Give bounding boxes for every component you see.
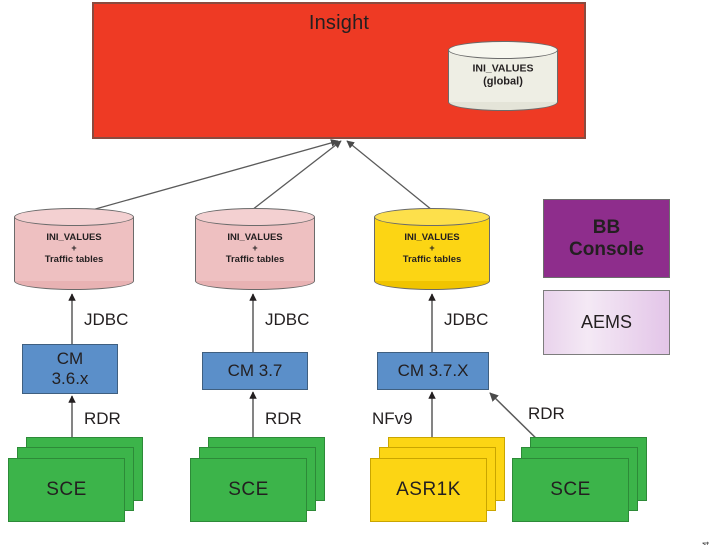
sce-stack-3: SCE — [512, 437, 647, 522]
cm-1-box: CM 3.6.x — [22, 344, 118, 394]
sce-stack-1: SCE — [8, 437, 143, 522]
cm-3-label: CM 3.7.X — [397, 361, 469, 381]
ini-values-global-database: INI_VALUES (global) — [448, 41, 558, 111]
stack-layer-front: SCE — [512, 458, 629, 522]
cylinder-body — [195, 217, 315, 281]
insight-title: Insight — [308, 12, 370, 34]
rdr-label-3: RDR — [528, 404, 565, 423]
db-col-3: INI_VALUES + Traffic tables — [374, 208, 490, 290]
cylinder-top — [195, 208, 315, 226]
rdr-label-1: RDR — [84, 409, 121, 428]
nfv9-label: NFv9 — [372, 409, 413, 428]
sce-stack-2-label: SCE — [228, 479, 269, 500]
cm-2-box: CM 3.7 — [202, 352, 308, 390]
cm-1-line2: 3.6.x — [51, 369, 89, 388]
stack-layer-front: SCE — [190, 458, 307, 522]
sce-stack-3-label: SCE — [550, 479, 591, 500]
rdr-label-2: RDR — [265, 409, 302, 428]
cylinder-body — [374, 217, 490, 281]
sce-stack-2: SCE — [190, 437, 325, 522]
cm-2-label: CM 3.7 — [227, 361, 283, 381]
aems-box: AEMS — [543, 290, 670, 355]
jdbc-label-3: JDBC — [444, 310, 489, 329]
cm-3-box: CM 3.7.X — [377, 352, 489, 390]
stack-layer-front: ASR1K — [370, 458, 487, 522]
cylinder-top — [374, 208, 490, 226]
sce-stack-1-label: SCE — [46, 479, 87, 500]
db-col-1: INI_VALUES + Traffic tables — [14, 208, 134, 290]
cylinder-top — [448, 41, 558, 59]
cylinder-body — [14, 217, 134, 281]
bb-console-line1: BB — [592, 216, 621, 238]
stack-layer-front: SCE — [8, 458, 125, 522]
bb-console-line2: Console — [569, 238, 644, 260]
cm-1-label: CM 3.6.x — [52, 349, 89, 388]
asr1k-stack-label: ASR1K — [396, 479, 461, 500]
cylinder-top — [14, 208, 134, 226]
cm-1-line1: CM — [56, 349, 84, 369]
asr1k-stack: ASR1K — [370, 437, 505, 522]
db-col-2: INI_VALUES + Traffic tables — [195, 208, 315, 290]
bb-console-label: BB Console — [569, 217, 644, 261]
figure-id: 330914 — [701, 541, 711, 545]
aems-label: AEMS — [580, 312, 632, 333]
bb-console-box: BB Console — [543, 199, 670, 278]
jdbc-label-1: JDBC — [84, 310, 129, 329]
jdbc-label-2: JDBC — [265, 310, 310, 329]
